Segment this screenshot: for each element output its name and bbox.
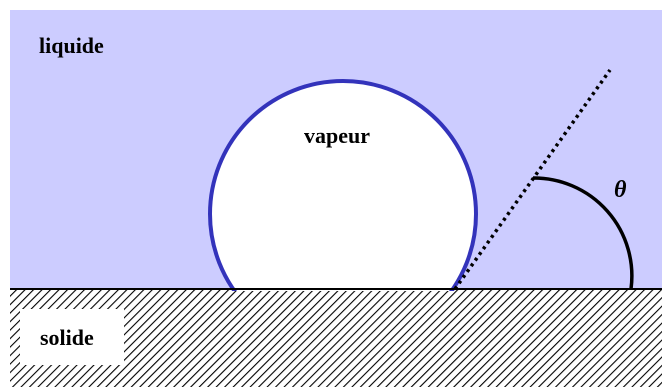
liquid-label: liquide [39,33,104,58]
contact-angle-arc [532,176,634,290]
theta-label: θ [614,177,627,203]
vapor-label: vapeur [304,123,370,148]
tangent-line [453,68,612,291]
solid-label-box [20,309,124,365]
solid-label: solide [40,325,94,350]
bubble-clip-cover [200,291,490,387]
